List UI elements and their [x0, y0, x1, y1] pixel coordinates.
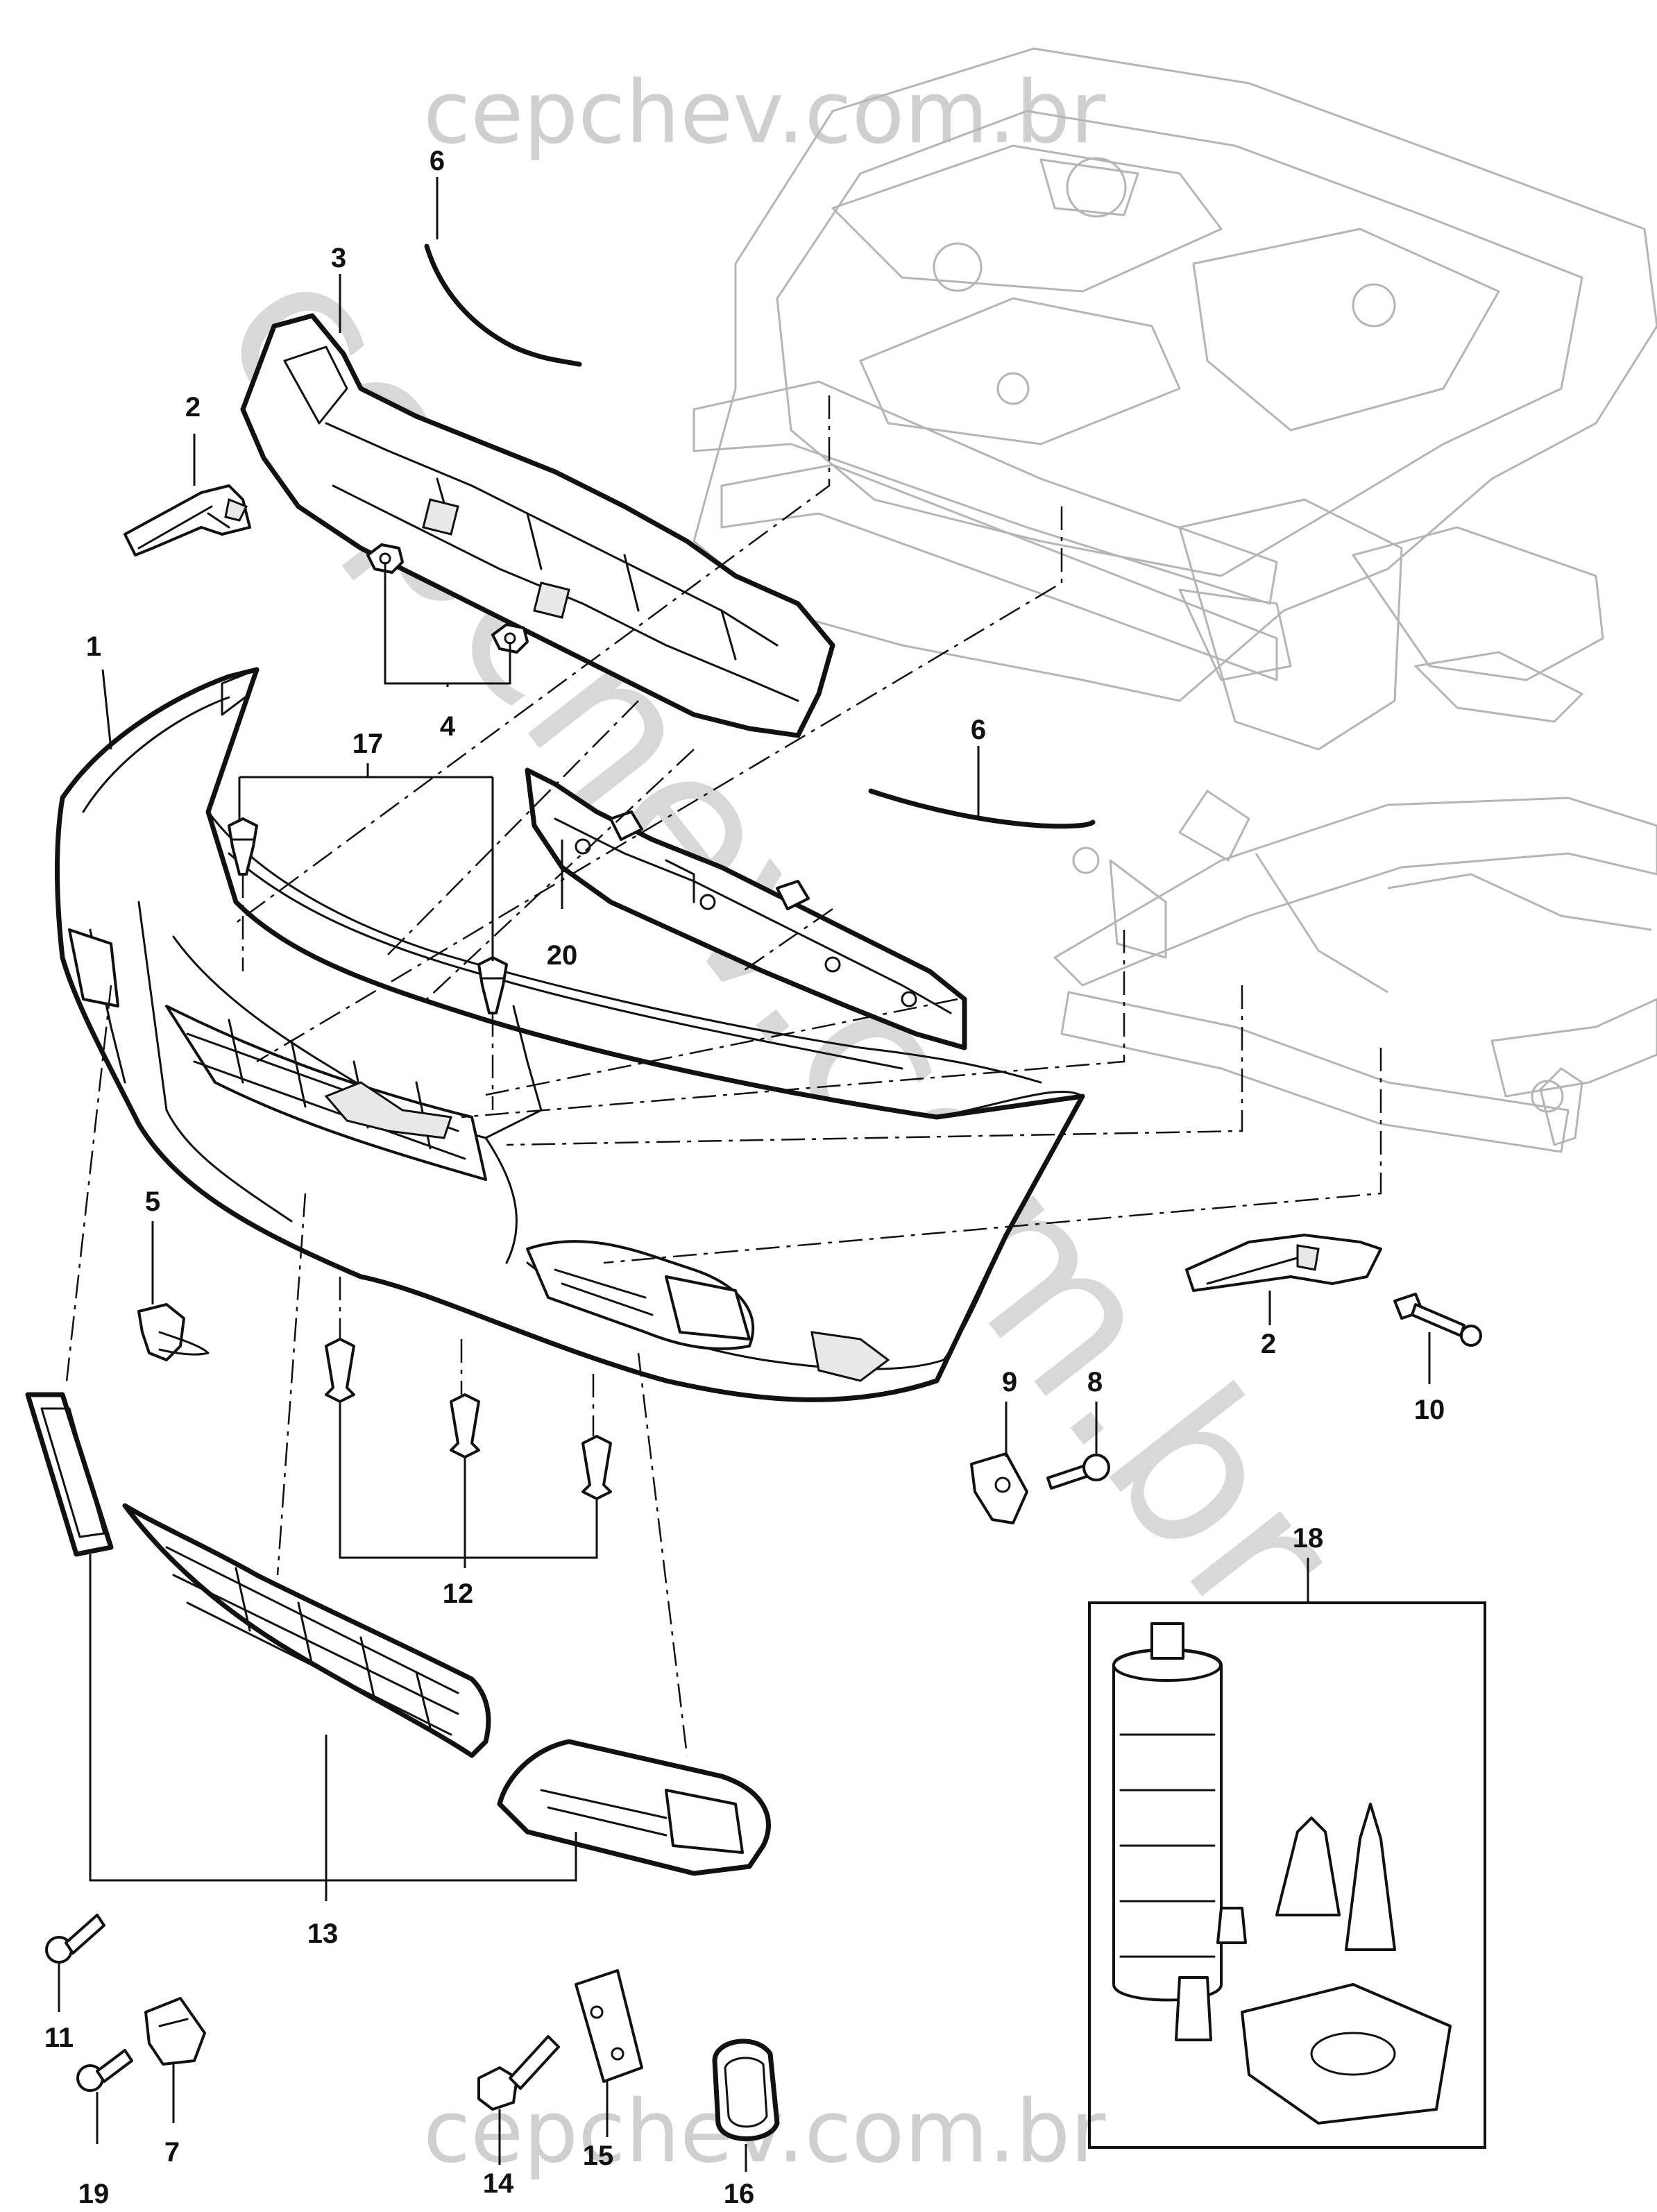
bumper-bracket-left — [124, 484, 251, 556]
bolt-part-11 — [45, 1914, 105, 1964]
seal-strip-lower — [868, 788, 1096, 829]
callout-5: 5 — [145, 1186, 160, 1217]
callout-6-upper: 6 — [430, 146, 445, 176]
retainer-clip-part-5 — [137, 1303, 210, 1361]
callout-8: 8 — [1087, 1367, 1103, 1397]
energy-absorber — [240, 313, 835, 738]
grille-fog-right — [497, 1739, 771, 1876]
bolt-part-19 — [76, 2049, 133, 2092]
callout-4: 4 — [440, 711, 456, 742]
callout-11: 11 — [44, 2023, 74, 2053]
callout-7: 7 — [164, 2137, 180, 2168]
callout-3: 3 — [331, 243, 346, 273]
callout-19: 19 — [78, 2179, 110, 2209]
callout-14: 14 — [483, 2168, 514, 2199]
push-clip-part-17 — [228, 817, 508, 1014]
grille-side-left — [25, 1392, 114, 1557]
bolt-part-14 — [477, 2035, 560, 2111]
callout-16: 16 — [724, 2179, 755, 2209]
grille-center — [122, 1503, 491, 1758]
impact-beam — [525, 767, 967, 1050]
callout-12: 12 — [443, 1579, 474, 1609]
callout-10: 10 — [1414, 1395, 1445, 1425]
callout-17: 17 — [352, 729, 384, 759]
screw-part-8 — [1046, 1454, 1110, 1490]
callout-labels: 1 2 2 3 4 5 6 6 7 8 9 10 11 12 13 14 15 … — [44, 146, 1445, 2209]
clip-part-7 — [144, 1997, 206, 2066]
callout-1: 1 — [86, 631, 101, 662]
callout-13: 13 — [307, 1919, 339, 1949]
sealant-kit-box — [1088, 1601, 1486, 2149]
push-pin-part-12 — [325, 1338, 612, 1500]
bumper-bracket-right — [1185, 1234, 1382, 1292]
watermark-top: cepchev.com.br — [423, 63, 1105, 163]
seal-strip-upper — [424, 244, 582, 367]
nut-part-4 — [366, 543, 529, 654]
callout-18: 18 — [1293, 1523, 1324, 1554]
grommet-part-16 — [712, 2039, 780, 2141]
callout-20: 20 — [547, 940, 578, 971]
callout-9: 9 — [1002, 1367, 1017, 1397]
callout-6-lower: 6 — [971, 715, 986, 745]
callout-15: 15 — [583, 2141, 614, 2171]
callout-2-lower: 2 — [1261, 1329, 1276, 1359]
pad-part-15 — [575, 1969, 643, 2083]
clip-nut-part-9 — [970, 1452, 1028, 1524]
leader-lines — [58, 177, 1431, 2172]
assembly-guide-lines — [65, 395, 1382, 1756]
callout-2-upper: 2 — [185, 392, 201, 423]
bumper-cover — [55, 667, 1085, 1402]
bolt-part-10 — [1393, 1293, 1482, 1347]
